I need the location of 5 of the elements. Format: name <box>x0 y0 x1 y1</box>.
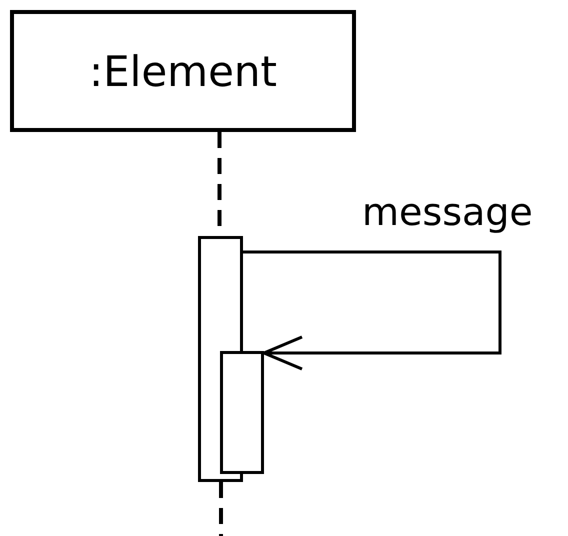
message-arrow <box>243 250 502 370</box>
edge-label: message <box>362 190 533 234</box>
object-name: :Element <box>88 46 278 96</box>
activation-bar <box>220 351 264 474</box>
object-box <box>10 10 356 132</box>
